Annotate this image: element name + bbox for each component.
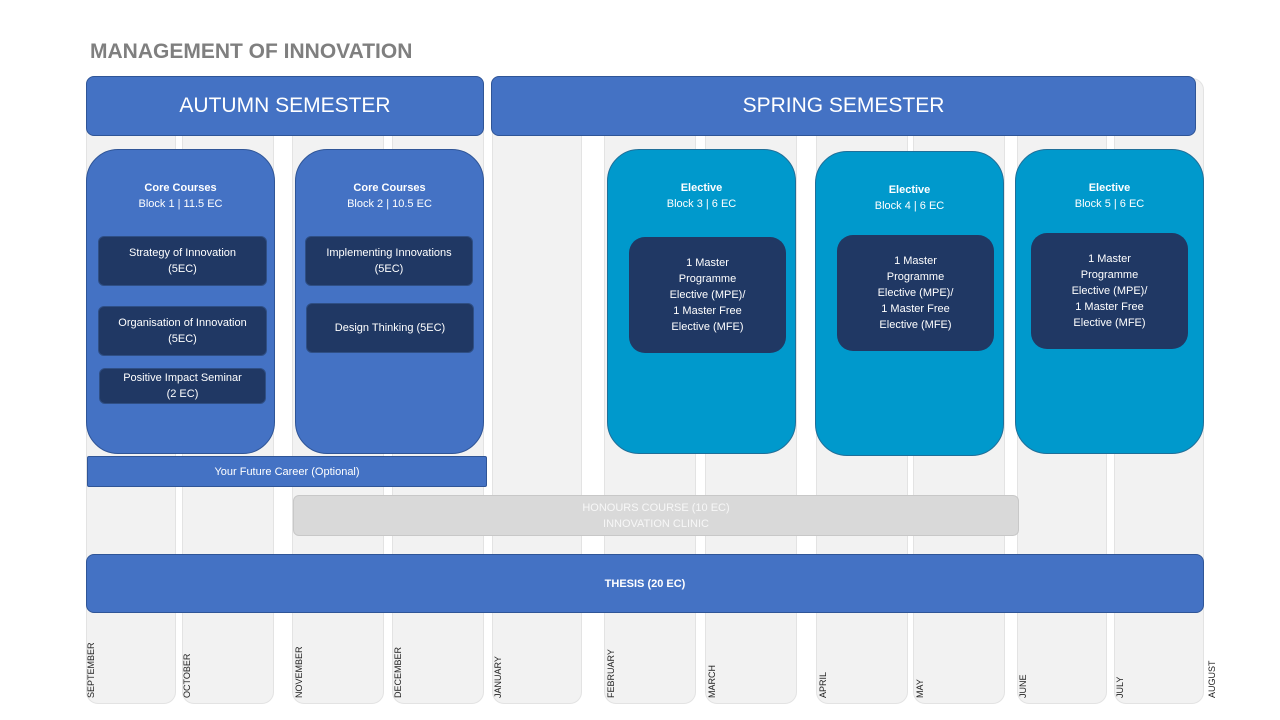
honours-course-bar: HONOURS COURSE (10 EC) INNOVATION CLINIC <box>293 495 1019 536</box>
future-career-bar: Your Future Career (Optional) <box>87 456 487 487</box>
month-label: DECEMBER <box>393 646 403 698</box>
course-positive-impact-seminar: Positive Impact Seminar(2 EC) <box>99 368 266 404</box>
elective-option-box: 1 Master Programme Elective (MPE)/ 1 Mas… <box>629 237 786 353</box>
month-label: FEBRUARY <box>606 649 616 698</box>
month-label: APRIL <box>818 671 828 698</box>
block-title: Core Courses <box>144 182 217 194</box>
block-subtitle: Block 1 | 11.5 EC <box>138 198 223 210</box>
month-label: AUGUST <box>1207 660 1217 698</box>
elective-option-box: 1 Master Programme Elective (MPE)/ 1 Mas… <box>1031 233 1188 349</box>
block-subtitle: Block 4 | 6 EC <box>874 200 945 212</box>
month-label: JULY <box>1115 676 1125 698</box>
core-block-1: Core Courses Block 1 | 11.5 EC Strategy … <box>86 149 275 454</box>
block-subtitle: Block 2 | 10.5 EC <box>347 198 432 210</box>
block-title: Core Courses <box>353 182 426 194</box>
elective-option-box: 1 Master Programme Elective (MPE)/ 1 Mas… <box>837 235 994 351</box>
month-label: MAY <box>915 679 925 698</box>
block-title: Elective <box>888 184 931 196</box>
month-label: OCTOBER <box>182 653 192 698</box>
course-strategy-of-innovation: Strategy of Innovation(5EC) <box>98 236 267 286</box>
course-implementing-innovations: Implementing Innovations(5EC) <box>305 236 473 286</box>
month-label: JUNE <box>1018 674 1028 698</box>
spring-semester-header: SPRING SEMESTER <box>491 76 1196 136</box>
elective-block-5: Elective Block 5 | 6 EC 1 Master Program… <box>1015 149 1204 454</box>
thesis-bar: THESIS (20 EC) <box>86 554 1204 613</box>
page-title: MANAGEMENT OF INNOVATION <box>90 40 413 63</box>
block-subtitle: Block 5 | 6 EC <box>1074 198 1145 210</box>
elective-block-4: Elective Block 4 | 6 EC 1 Master Program… <box>815 151 1004 456</box>
month-label: SEPTEMBER <box>86 642 96 698</box>
course-organisation-of-innovation: Organisation of Innovation(5EC) <box>98 306 267 356</box>
block-title: Elective <box>680 182 723 194</box>
course-design-thinking: Design Thinking (5EC) <box>306 303 474 353</box>
month-label: JANUARY <box>493 656 503 698</box>
core-block-2: Core Courses Block 2 | 10.5 EC Implement… <box>295 149 484 454</box>
elective-block-3: Elective Block 3 | 6 EC 1 Master Program… <box>607 149 796 454</box>
month-label: NOVEMBER <box>294 646 304 698</box>
month-label: MARCH <box>707 665 717 698</box>
autumn-semester-header: AUTUMN SEMESTER <box>86 76 484 136</box>
block-subtitle: Block 3 | 6 EC <box>666 198 737 210</box>
block-title: Elective <box>1088 182 1131 194</box>
